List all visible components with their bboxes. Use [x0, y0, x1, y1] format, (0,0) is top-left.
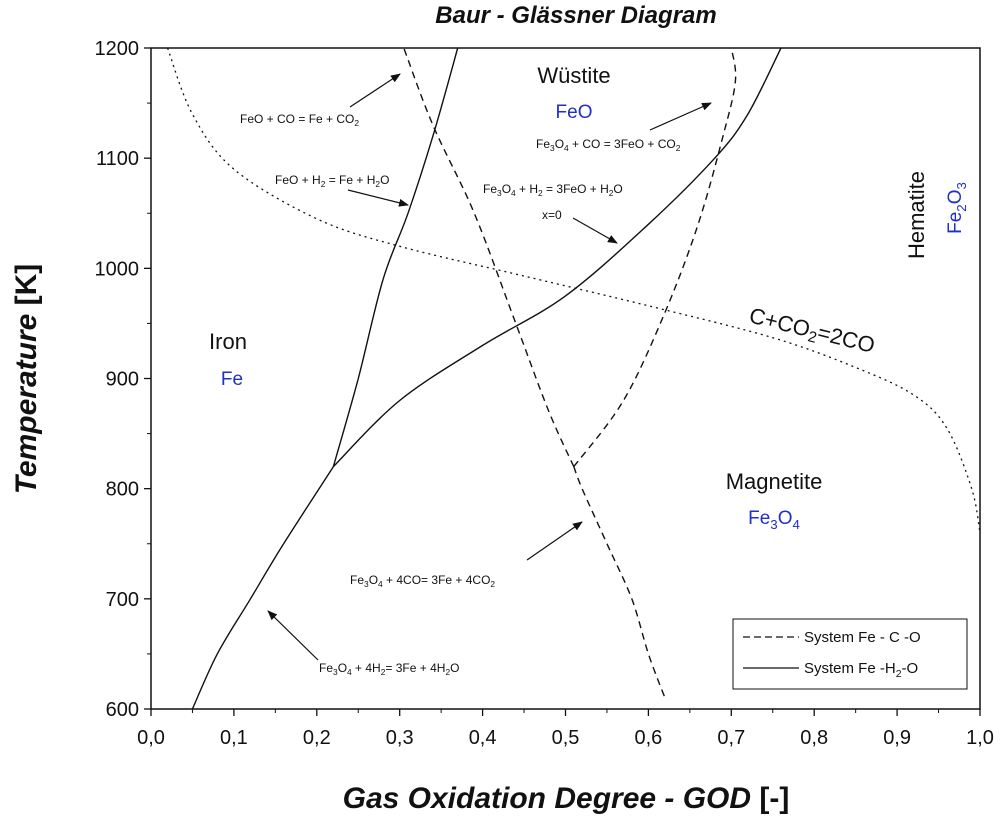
- annotation-fe3o4-co-feo: Fe3O4 + CO = 3FeO + CO2: [536, 137, 681, 153]
- y-tick-label: 1200: [95, 38, 140, 60]
- x-tick-label: 0,0: [137, 727, 165, 749]
- arrow-feo-h2: [347, 189, 409, 207]
- region-magnetite-label: Magnetite: [726, 469, 823, 494]
- arrow-fe3o4-co-feo: [649, 102, 712, 131]
- arrow-fe3o4-h2-feo: [572, 217, 618, 244]
- annotation-fe3o4-h2-feo: Fe3O4 + H2 = 3FeO + H2O: [483, 182, 623, 198]
- y-axis-label: Temperature [K]: [10, 264, 43, 495]
- x-tick-label: 0,7: [717, 727, 745, 749]
- curve-feo-co-fe-co2: [403, 47, 575, 467]
- curve-fe3o4-4co-3fe-4co2: [573, 466, 666, 699]
- annotation-arrows: [267, 73, 712, 661]
- region-magnetite-formula: Fe3O4: [748, 508, 800, 532]
- curve-fe3o4-4h2-3fe-4h2o: [191, 466, 334, 710]
- region-wustite-label: Wüstite: [537, 63, 610, 88]
- legend-dashed-label: System Fe - C -O: [804, 629, 921, 646]
- annotation-feo-h2: FeO + H2 = Fe + H2O: [275, 173, 389, 189]
- region-hematite-formula: Fe2O3: [945, 182, 969, 234]
- x-tick-label: 0,8: [800, 727, 828, 749]
- y-tick-label: 900: [106, 369, 139, 391]
- x-tick-label: 0,3: [386, 727, 414, 749]
- x-tick-label: 0,9: [883, 727, 911, 749]
- y-tick-label: 700: [106, 589, 139, 611]
- axis-ticks: 0,0 0,1 0,2 0,3 0,4 0,5 0,6 0,7 0,8 0,9 1,0 600 700 8…: [95, 38, 994, 749]
- legend-box: [732, 618, 968, 690]
- annotation-x0: x=0: [542, 208, 562, 222]
- annotation-fe3o4-4h2: Fe3O4 + 4H2= 3Fe + 4H2O: [319, 661, 459, 677]
- chart-title: Baur - Glässner Diagram: [435, 2, 716, 29]
- curve-fe3o4-h2-3feo-h2o: [332, 47, 782, 468]
- annotation-fe3o4-4co: Fe3O4 + 4CO= 3Fe + 4CO2: [350, 573, 495, 589]
- annotation-feo-co: FeO + CO = Fe + CO2: [240, 112, 359, 128]
- y-tick-label: 600: [106, 699, 139, 721]
- legend: System Fe - C -O System Fe -H2-O: [732, 618, 968, 690]
- x-tick-label: 0,1: [220, 727, 248, 749]
- x-axis-label: Gas Oxidation Degree - GOD [-]: [343, 782, 790, 815]
- arrow-feo-co: [349, 73, 401, 108]
- region-hematite-label: Hematite: [904, 171, 929, 259]
- y-tick-label: 1000: [95, 258, 140, 280]
- x-tick-label: 0,4: [469, 727, 497, 749]
- arrow-fe3o4-4h2: [267, 610, 319, 661]
- curve-feo-h2-fe-h2o: [332, 47, 459, 467]
- curves: [166, 47, 981, 710]
- y-tick-label: 800: [106, 479, 139, 501]
- legend-solid-label: System Fe -H2-O: [804, 660, 918, 680]
- x-tick-label: 0,5: [552, 727, 580, 749]
- curve-fe3o4-co-3feo-co2: [573, 47, 737, 468]
- curve-c-co2-2co: [166, 47, 981, 533]
- x-tick-label: 0,2: [303, 727, 331, 749]
- annotation-boudouard: C+CO2=2CO: [746, 303, 877, 361]
- x-tick-label: 1,0: [966, 727, 994, 749]
- x-tick-label: 0,6: [634, 727, 662, 749]
- y-tick-label: 1100: [96, 148, 139, 170]
- arrow-fe3o4-4co: [526, 521, 583, 561]
- region-wustite-formula: FeO: [556, 102, 593, 123]
- region-iron-formula: Fe: [221, 369, 243, 390]
- region-iron-label: Iron: [209, 329, 247, 354]
